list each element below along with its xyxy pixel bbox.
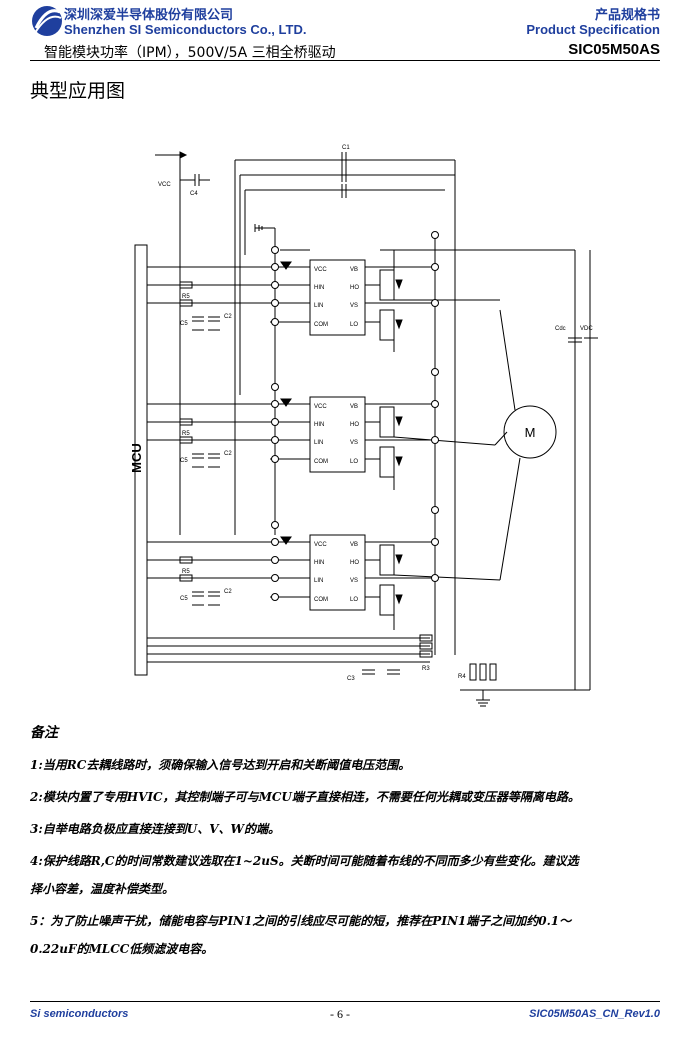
doc-type-cn: 产品规格书 xyxy=(594,8,660,23)
pin-lo-w: LO xyxy=(350,597,358,603)
pin-vs-u: VS xyxy=(350,303,358,309)
company-logo-icon xyxy=(32,6,62,36)
note-3: 3:自举电路负极应直接连接到U、V、W的端。 xyxy=(30,822,281,836)
c1-label: C1 xyxy=(342,145,350,151)
footer-divider xyxy=(30,1001,660,1002)
c2-label-u: C2 xyxy=(224,314,232,320)
r3-label: R3 xyxy=(422,666,430,672)
pin-vb-u: VB xyxy=(350,267,358,273)
page-number: - 6 - xyxy=(330,1007,350,1021)
cdc-label: Cdc xyxy=(555,326,566,332)
company-name-en: Shenzhen SI Semiconductors Co., LTD. xyxy=(64,22,307,37)
pin-vs-v: VS xyxy=(350,440,358,446)
pin-hin-v: HIN xyxy=(314,422,324,428)
footer-doc-id: SIC05M50AS_CN_Rev1.0 xyxy=(529,1008,660,1020)
pin-com-v: COM xyxy=(314,459,328,465)
pin-vb-v: VB xyxy=(350,404,358,410)
pin-vcc-u: VCC xyxy=(314,267,327,273)
r5-label-w: R5 xyxy=(182,569,190,575)
r4-label: R4 xyxy=(458,674,466,680)
ipm-phase-w xyxy=(147,534,501,630)
vdc-label: VDC xyxy=(580,326,593,332)
pin-ho-v: HO xyxy=(350,422,359,428)
note-5: 5：为了防止噪声干扰，储能电容与PIN1之间的引线应尽可能的短，推荐在PIN1端… xyxy=(30,914,572,928)
pin-vs-w: VS xyxy=(350,578,358,584)
pin-lin-w: LIN xyxy=(314,578,323,584)
r5-label-u: R5 xyxy=(182,294,190,300)
r5-label-v: R5 xyxy=(182,431,190,437)
motor-circle xyxy=(503,405,557,459)
pin-lo-v: LO xyxy=(350,459,358,465)
pin-com-w: COM xyxy=(314,597,328,603)
c5-label-w: C5 xyxy=(180,596,188,602)
part-number: SIC05M50AS xyxy=(568,41,660,58)
notes-title: 备注 xyxy=(30,725,58,741)
section-title: 典型应用图 xyxy=(30,80,126,102)
pin-hin-u: HIN xyxy=(314,285,324,291)
ipm-phase-v xyxy=(147,396,496,490)
note-1: 1:当用RC去耦线路时，须确保输入信号达到开启和关断阈值电压范围。 xyxy=(30,758,411,772)
pin-ho-u: HO xyxy=(350,285,359,291)
page-header: 深圳深爱半导体股份有限公司 Shenzhen SI Semiconductors… xyxy=(0,0,694,61)
pin-lin-v: LIN xyxy=(314,440,323,446)
c5-label-v: C5 xyxy=(180,458,188,464)
mcu-label: MCU xyxy=(129,443,144,473)
pin-vcc-w: VCC xyxy=(314,542,327,548)
pin-lo-u: LO xyxy=(350,322,358,328)
c2-label-v: C2 xyxy=(224,451,232,457)
motor-label: M xyxy=(525,425,536,440)
c4-label: C4 xyxy=(190,191,198,197)
pin-lin-u: LIN xyxy=(314,303,323,309)
note-4: 4:保护线路R,C的时间常数建议选取在1~2uS。关断时间可能随着布线的不同而多… xyxy=(30,854,579,868)
application-circuit-diagram: MCU M VCC C1 C4 C2 C2 C2 C5 C5 C5 R5 R5 … xyxy=(129,145,598,707)
note-4-cont: 择小容差，温度补偿类型。 xyxy=(30,882,175,896)
ipm-phase-u xyxy=(147,249,500,352)
mcu-block xyxy=(134,244,148,676)
note-5-cont: 0.22uF的MLCC低频滤波电容。 xyxy=(30,942,214,956)
pin-vcc-v: VCC xyxy=(314,404,327,410)
header-divider xyxy=(30,60,660,61)
c2-label-w: C2 xyxy=(224,589,232,595)
note-2: 2:模块内置了专用HVIC，其控制端子可与MCU端子直接相连，不需要任何光耦或变… xyxy=(30,790,580,804)
doc-type-en: Product Specification xyxy=(526,22,660,37)
footer-company: Si semiconductors xyxy=(30,1008,129,1020)
vcc-label: VCC xyxy=(158,182,171,188)
pin-hin-w: HIN xyxy=(314,560,324,566)
c5-label-u: C5 xyxy=(180,321,188,327)
pin-ho-w: HO xyxy=(350,560,359,566)
pin-com-u: COM xyxy=(314,322,328,328)
company-name-cn: 深圳深爱半导体股份有限公司 xyxy=(64,8,234,23)
product-description: 智能模块功率（IPM），500V/5A 三相全桥驱动 xyxy=(44,45,336,61)
c3-label: C3 xyxy=(347,676,355,682)
pin-vb-w: VB xyxy=(350,542,358,548)
